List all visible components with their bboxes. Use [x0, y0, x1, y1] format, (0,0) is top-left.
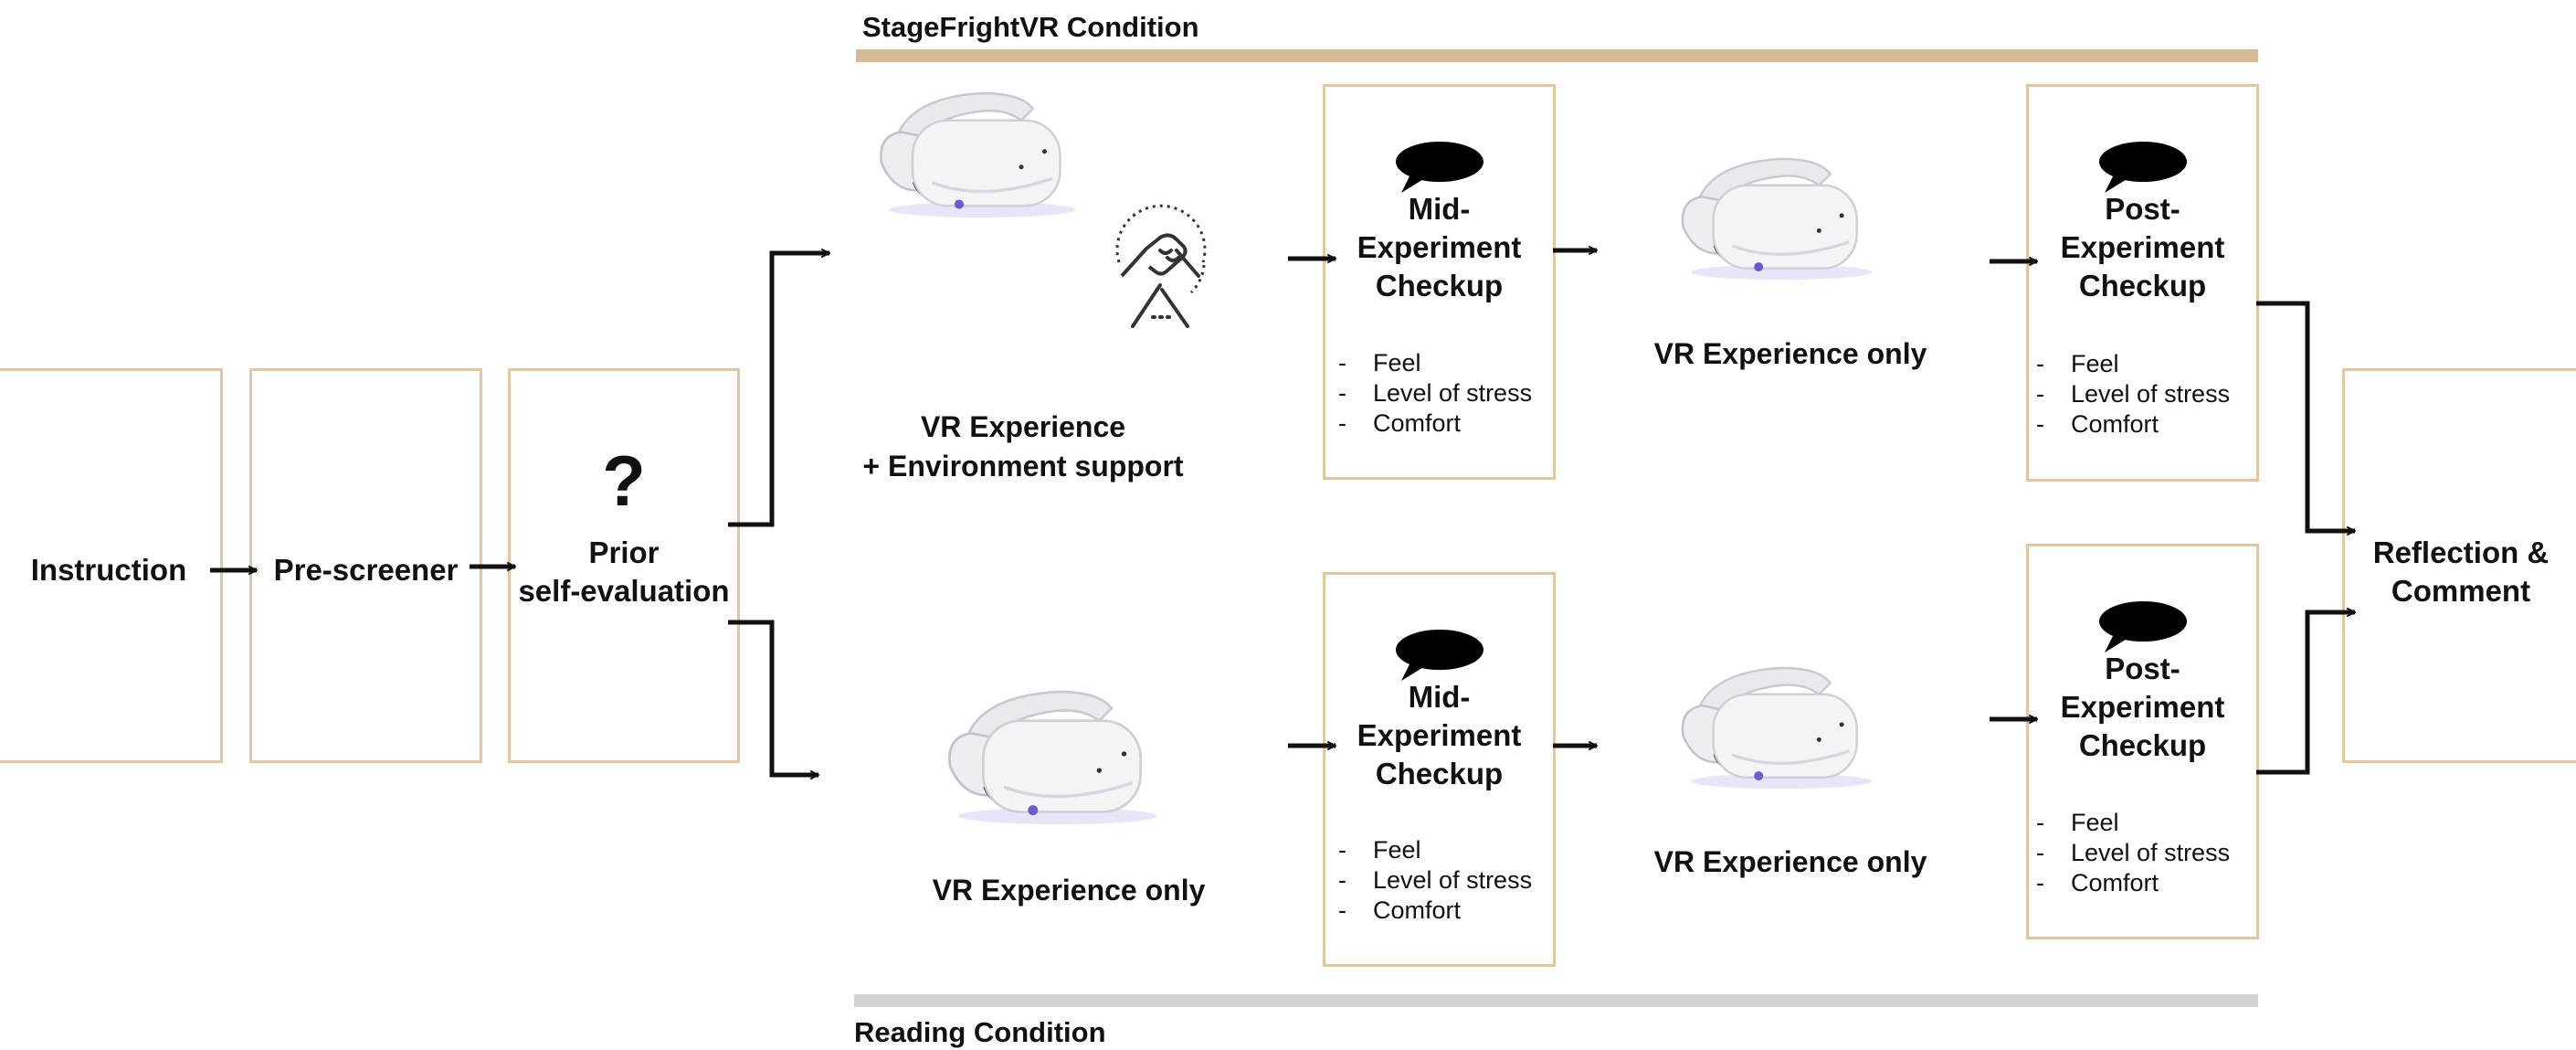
reflection-comment-box: Reflection & Comment [2342, 368, 2576, 763]
checkup-title-line1: Mid- [1408, 192, 1471, 226]
instruction-box: Instruction [0, 368, 223, 763]
checkup-title-line1: Post- [2105, 192, 2180, 226]
checkup-item: Comfort [1338, 896, 1532, 926]
checkup-title-line1: Mid- [1408, 680, 1471, 714]
checkup-title-line2: Experiment [1357, 718, 1522, 752]
checkup-title-line2: Experiment [2060, 230, 2225, 264]
checkup-item: Level of stress [2036, 838, 2230, 868]
checkup-items: Feel Level of stress Comfort [1338, 348, 1532, 439]
checkup-item: Comfort [2036, 409, 2230, 440]
stagefright-condition-bar [856, 49, 2258, 62]
flow-arrow [728, 620, 818, 775]
checkup-item: Feel [2036, 808, 2230, 838]
checkup-title-line3: Checkup [2078, 728, 2207, 762]
checkup-title-line3: Checkup [1375, 269, 1504, 302]
prior-label-line2: self-evaluation [518, 574, 730, 608]
mid-experiment-checkup-box: Mid- Experiment Checkup Feel Level of st… [1323, 572, 1556, 967]
flow-arrow [2256, 301, 2355, 531]
checkup-item: Feel [1338, 835, 1532, 865]
vr-env-caption-line1: VR Experience [920, 410, 1126, 443]
vr-only-caption: VR Experience only [1653, 845, 1927, 878]
checkup-item: Level of stress [1338, 378, 1532, 408]
vr-env-caption-line2: + Environment support [862, 450, 1184, 483]
checkup-item: Level of stress [1338, 865, 1532, 896]
checkup-items: Feel Level of stress Comfort [1338, 835, 1532, 926]
checkup-title-line3: Checkup [1375, 757, 1504, 790]
checkup-title-line3: Checkup [2078, 269, 2207, 302]
reading-condition-title: Reading Condition [854, 1016, 1106, 1048]
reflection-label-line1: Reflection & [2372, 536, 2550, 569]
prior-label-line1: Prior [588, 536, 660, 569]
flow-arrow [2256, 612, 2355, 775]
reflection-label-line2: Comment [2391, 574, 2531, 608]
checkup-title-line2: Experiment [2060, 690, 2225, 724]
instruction-label: Instruction [30, 553, 187, 587]
checkup-item: Comfort [1338, 408, 1532, 439]
post-experiment-checkup-box: Post- Experiment Checkup Feel Level of s… [2026, 544, 2259, 939]
mid-experiment-checkup-box: Mid- Experiment Checkup Feel Level of st… [1323, 84, 1556, 480]
stagefright-condition-title: StageFrightVR Condition [862, 11, 1199, 43]
vr-only-caption: VR Experience only [932, 874, 1206, 907]
question-mark-icon: ? [602, 440, 646, 521]
post-experiment-checkup-box: Post- Experiment Checkup Feel Level of s… [2026, 84, 2259, 482]
prescreener-label: Pre-screener [273, 553, 459, 587]
checkup-items: Feel Level of stress Comfort [2036, 349, 2230, 440]
flow-arrow [728, 253, 829, 527]
checkup-title-line1: Post- [2105, 652, 2180, 685]
checkup-item: Comfort [2036, 868, 2230, 898]
checkup-item: Feel [1338, 348, 1532, 378]
checkup-items: Feel Level of stress Comfort [2036, 808, 2230, 898]
reading-condition-bar [854, 994, 2258, 1007]
prior-self-evaluation-box: ? Prior self-evaluation [508, 368, 740, 763]
prescreener-box: Pre-screener [249, 368, 482, 763]
checkup-title-line2: Experiment [1357, 230, 1522, 264]
vr-only-caption: VR Experience only [1653, 337, 1927, 370]
checkup-item: Level of stress [2036, 379, 2230, 409]
checkup-item: Feel [2036, 349, 2230, 379]
